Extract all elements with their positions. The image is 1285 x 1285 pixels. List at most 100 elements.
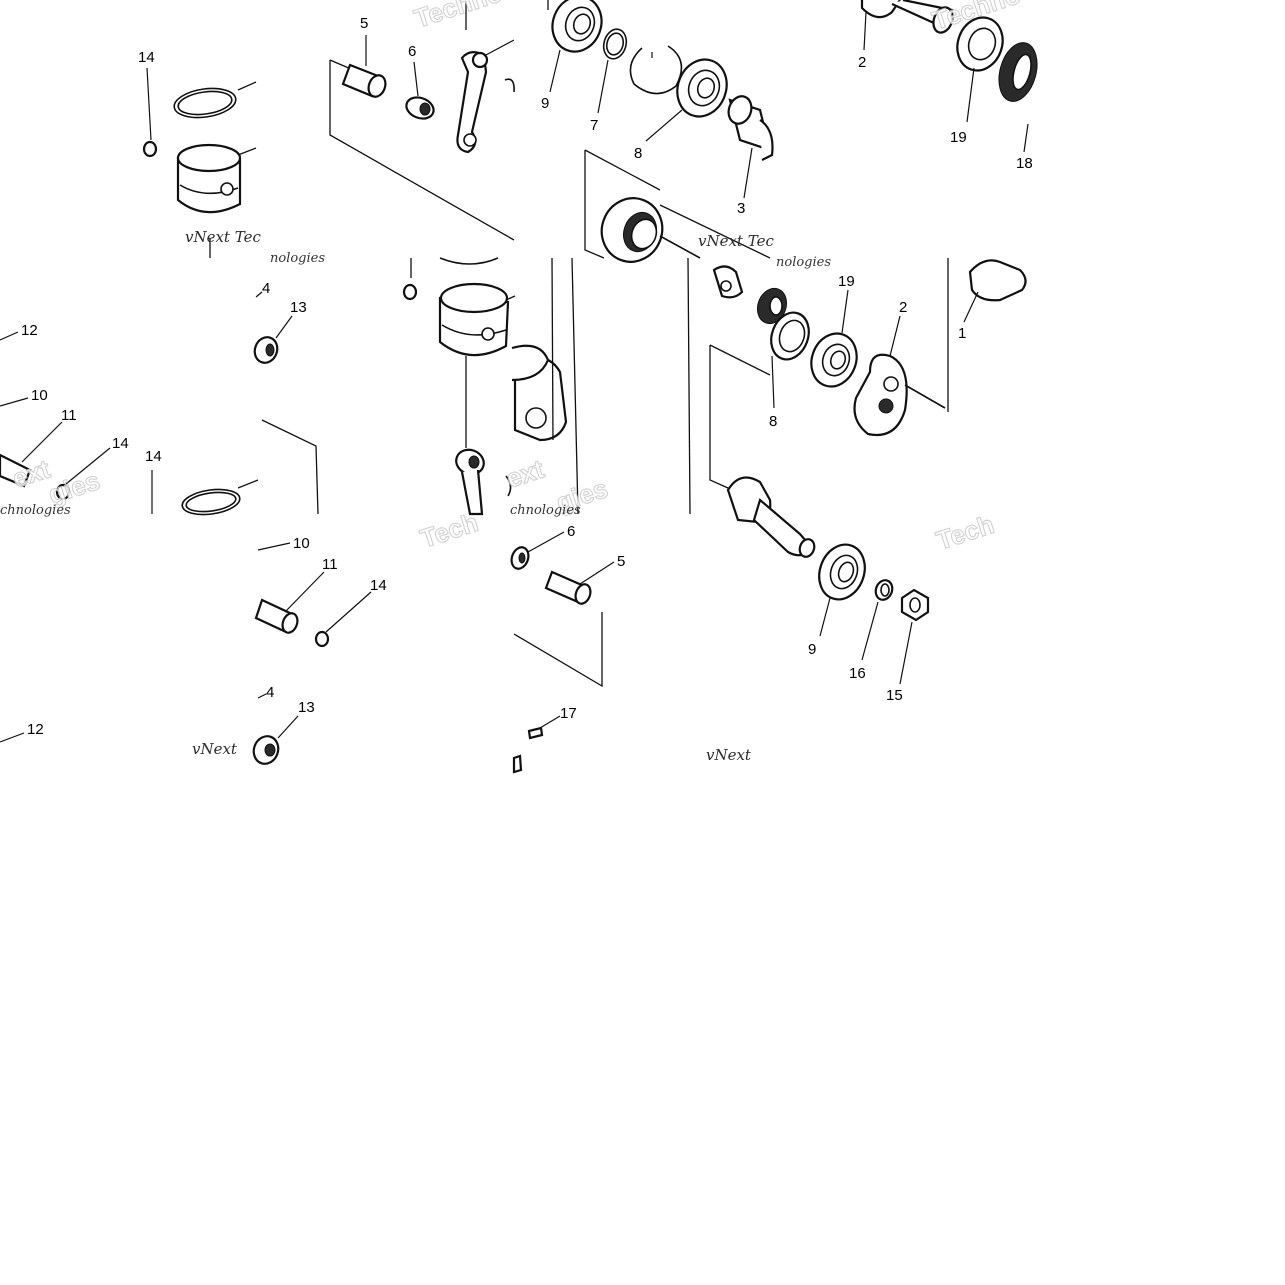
rod-eye: [720, 280, 732, 292]
crank-web: [853, 353, 908, 437]
tile-middle-right-center: vNext Tec nologies: [584, 149, 831, 270]
piston-ring-inner: [185, 491, 237, 513]
crankshaft-stub: [726, 476, 816, 558]
watermark: Techno: [411, 0, 506, 34]
bearing: [810, 332, 858, 388]
callout-label: 11: [322, 556, 338, 573]
callout-label: 10: [293, 535, 310, 552]
callout-label: 8: [634, 145, 642, 162]
watermark: chnologies: [510, 503, 581, 518]
leader-line: [257, 693, 267, 699]
wrist-pin: [254, 598, 299, 634]
piston-ring: [181, 488, 241, 516]
wrist-pin: [0, 453, 32, 488]
leader-line: [413, 61, 419, 97]
needle-bearing: [252, 735, 280, 765]
ball-bearing: [818, 543, 866, 601]
leader-line: [597, 59, 609, 114]
watermark: nologies: [776, 255, 831, 270]
crank-counterweight: [968, 259, 1027, 302]
callout-label: 4: [266, 684, 274, 701]
callout-label: 2: [899, 299, 907, 316]
leader-line: [645, 109, 683, 142]
gear: [998, 42, 1038, 102]
leader-line: [889, 315, 901, 357]
piston-ring-inner: [177, 90, 233, 116]
callout-label: 6: [567, 523, 575, 540]
piston-ring-fragment: [439, 257, 499, 265]
ball-bearing: [551, 0, 603, 53]
callout-label: 12: [21, 322, 38, 339]
crank-end-fragment: [512, 754, 523, 774]
tile-middle-left: 4 13 12 10 11 14 14 ext gies chnologies: [0, 280, 319, 518]
tile-top-right: 2 19 18 Techno: [858, 0, 1038, 172]
tile-top-right-center: 9 7 8 3: [541, 0, 774, 217]
piston-clip: [55, 483, 71, 501]
leader-line: [549, 49, 561, 93]
piston-pin: [341, 63, 387, 98]
callout-label: 5: [617, 553, 625, 570]
frame-line: [329, 60, 515, 241]
tile-bottom-left: 10 11 14 4 13 12 vNext: [0, 535, 387, 765]
tile-bottom-right-center: 9 16 15 vNext: [706, 543, 930, 764]
callout-label: 5: [360, 15, 368, 32]
tile-top-left: 14 vNext Tec nologies: [138, 49, 325, 266]
frame-line: [571, 257, 579, 515]
callout-label: 11: [61, 407, 77, 424]
callout-label: 3: [737, 200, 745, 217]
crank-counterweight: [860, 0, 901, 19]
leader-line: [963, 291, 979, 323]
watermark: vNext Tec: [698, 232, 774, 250]
leader-line: [863, 11, 867, 51]
callout-label: 12: [27, 721, 44, 738]
frame-line: [687, 257, 691, 515]
watermark: vNext Tec: [185, 228, 261, 246]
hex-nut: [900, 588, 930, 622]
leader-line: [861, 601, 879, 661]
thrust-washer-inner: [605, 32, 625, 56]
frame-line: [505, 295, 516, 301]
callout-label: 2: [858, 54, 866, 71]
needle-bearing: [253, 336, 279, 364]
frame-line: [551, 257, 554, 441]
leader-line: [21, 421, 63, 463]
tile-bottom-center: 6 5 17 Tech: [416, 506, 625, 774]
connecting-rod: [456, 51, 489, 154]
watermark: vNext: [192, 740, 238, 758]
watermark: Tech: [417, 507, 482, 554]
frame-line: [709, 344, 771, 376]
callout-label: 14: [138, 49, 155, 66]
frame-line: [237, 479, 259, 489]
watermark: ext: [503, 453, 548, 493]
callout-label: 8: [769, 413, 777, 430]
piston: [176, 143, 242, 214]
callout-label: 13: [290, 299, 307, 316]
leader-line: [257, 542, 291, 551]
watermark: vNext: [706, 746, 752, 764]
leader-line: [0, 331, 19, 341]
leader-line: [1023, 123, 1029, 153]
needle-bearing: [405, 96, 435, 120]
leader-line: [483, 39, 515, 57]
leader-line: [284, 571, 325, 613]
leader-line: [743, 147, 753, 199]
leader-line: [0, 397, 29, 407]
callout-label: 4: [262, 280, 270, 297]
piston-clip: [314, 630, 330, 648]
lock-washer-inner: [880, 583, 890, 597]
watermark: chnologies: [0, 503, 71, 518]
callout-label: 17: [560, 705, 577, 722]
callout-label: 9: [541, 95, 549, 112]
frame-line: [584, 149, 661, 191]
callout-label: 14: [112, 435, 129, 452]
crank-shaft: [904, 384, 946, 409]
needle-bearing-core: [518, 552, 526, 564]
main-bearing: [676, 58, 728, 118]
frame-line: [237, 81, 257, 91]
callout-label: 14: [370, 577, 387, 594]
piston-pin: [544, 570, 592, 605]
callout-label: 16: [849, 665, 866, 682]
leader-line: [255, 291, 263, 298]
tile-middle-right: 8 19 2 1 Tech: [687, 257, 1027, 558]
callout-label: 19: [950, 129, 967, 146]
